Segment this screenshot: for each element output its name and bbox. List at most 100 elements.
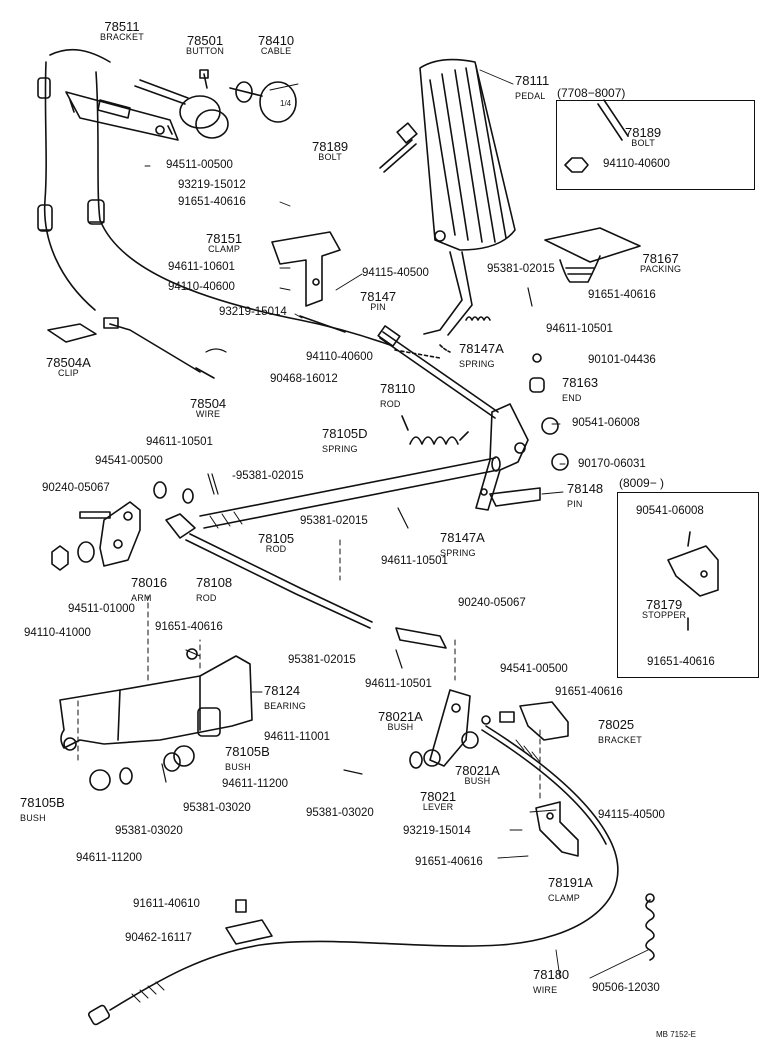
- inset-bolt: [564, 99, 629, 173]
- label-78105b-right: 78105B BUSH: [225, 744, 270, 772]
- label-78105b-left: 78105B BUSH: [20, 795, 65, 823]
- label-90170-06031: 90170-06031: [578, 458, 646, 470]
- label-94611-10501-c: 94611-10501: [381, 555, 448, 567]
- accelerator-pedal-78111: [419, 58, 516, 336]
- label-94110-40600-b: 94110-40600: [306, 351, 373, 363]
- label-94611-10601: 94611-10601: [168, 261, 235, 273]
- label-90506-12030: 90506-12030: [592, 982, 660, 994]
- label-90101-04436: 90101-04436: [588, 354, 656, 366]
- stopper-78179: [667, 531, 719, 631]
- label-95381-03020-a: 95381-03020: [183, 802, 251, 814]
- label-78016: 78016 ARM: [131, 575, 168, 603]
- label-94611-10501-a: 94611-10501: [546, 323, 613, 335]
- inset-box-8009: [617, 492, 759, 678]
- leader-lines: [144, 69, 649, 979]
- label-94541-00500-b: 94541-00500: [500, 663, 568, 675]
- label-90240-05067-b: 90240-05067: [458, 597, 526, 609]
- nuts-washers-left: [51, 481, 194, 571]
- label-93219-15014-a: 93219-15014: [219, 306, 287, 318]
- button-78501: [134, 69, 229, 139]
- label-95381-02015-d: 95381-02015: [288, 654, 356, 666]
- clip-78504a: [47, 323, 97, 343]
- label-94611-11001: 94611-11001: [264, 731, 331, 743]
- throttle-wire-78180: [88, 725, 619, 1026]
- svg-text:1/4: 1/4: [280, 99, 292, 108]
- cable-knob-78410: 1/4: [229, 81, 297, 123]
- label-90240-05067-a: 90240-05067: [42, 482, 110, 494]
- label-78147a-top: 78147A SPRING: [459, 341, 504, 369]
- label-94611-10501-b: 94611-10501: [146, 436, 213, 448]
- diagram-code: MB 7152-E: [656, 1030, 697, 1039]
- label-78111: 78111 PEDAL: [515, 73, 550, 101]
- spring-78105d: [401, 415, 469, 445]
- label-91651-40616-d: 91651-40616: [555, 686, 623, 698]
- label-95381-03020-c: 95381-03020: [115, 825, 183, 837]
- label-94115-40500-a: 94115-40500: [362, 267, 429, 279]
- bracket-78511: [65, 91, 179, 141]
- label-94110-41000: 94110-41000: [24, 627, 91, 639]
- label-94611-10501-d: 94611-10501: [365, 678, 432, 690]
- label-94511-00500: 94511-00500: [166, 159, 233, 171]
- inset-title-8009: (8009− ): [619, 476, 665, 490]
- clamp-78151: [271, 231, 341, 307]
- label-90541-06008-inset: 90541-06008: [636, 505, 704, 517]
- assembly-guide-lines: [77, 539, 541, 801]
- rod-78108: [165, 513, 373, 629]
- label-94110-40600: 94110-40600: [168, 281, 235, 293]
- bellcrank: [475, 403, 569, 511]
- label-90462-16117: 90462-16117: [125, 932, 192, 944]
- label-91611-40610: 91611-40610: [133, 898, 200, 910]
- clamp-78191a: [535, 801, 579, 857]
- label-93219-15014-b: 93219-15014: [403, 825, 471, 837]
- bushes-78105b: [89, 745, 195, 791]
- label-78147a-bottom: 78147A SPRING: [440, 530, 485, 558]
- lever-78021: [395, 627, 479, 769]
- label-78180: 78180 WIRE: [533, 967, 570, 995]
- packing-78167: [544, 227, 641, 283]
- label-95381-02015-a: 95381-02015: [487, 263, 555, 275]
- bracket-78025: [481, 701, 569, 741]
- spring-90506: [645, 893, 655, 961]
- wire-78504: [103, 317, 215, 379]
- spring-78147a: [465, 316, 491, 321]
- label-91651-40616-e: 91651-40616: [415, 856, 483, 868]
- label-95381-02015-b: -95381-02015: [232, 470, 304, 482]
- label-91651-40616-a: 91651-40616: [178, 196, 246, 208]
- end-78163: [529, 353, 545, 393]
- label-94115-40500-b: 94115-40500: [598, 809, 665, 821]
- label-78163: 78163 END: [562, 375, 599, 403]
- arm-78016: [99, 501, 141, 567]
- label-91651-40616-inset: 91651-40616: [647, 656, 715, 668]
- label-91651-40616-c: 91651-40616: [155, 621, 223, 633]
- label-91651-40616-b: 91651-40616: [588, 289, 656, 301]
- label-94110-40600-inset: 94110-40600: [603, 158, 670, 170]
- inset-box-7708-8007: [556, 100, 755, 190]
- bearing-78124: [59, 648, 253, 751]
- label-94541-00500-a: 94541-00500: [95, 455, 163, 467]
- label-93219-15012: 93219-15012: [178, 179, 246, 191]
- rod-78105: [199, 456, 501, 529]
- label-78124: 78124 BEARING: [264, 683, 306, 711]
- label-94611-11200-b: 94611-11200: [76, 852, 143, 864]
- label-95381-03020-b: 95381-03020: [306, 807, 374, 819]
- clamp-90462: [225, 899, 273, 945]
- label-78025: 78025 BRACKET: [598, 717, 642, 745]
- label-90468-16012: 90468-16012: [270, 373, 338, 385]
- bolt-78189: [379, 122, 418, 173]
